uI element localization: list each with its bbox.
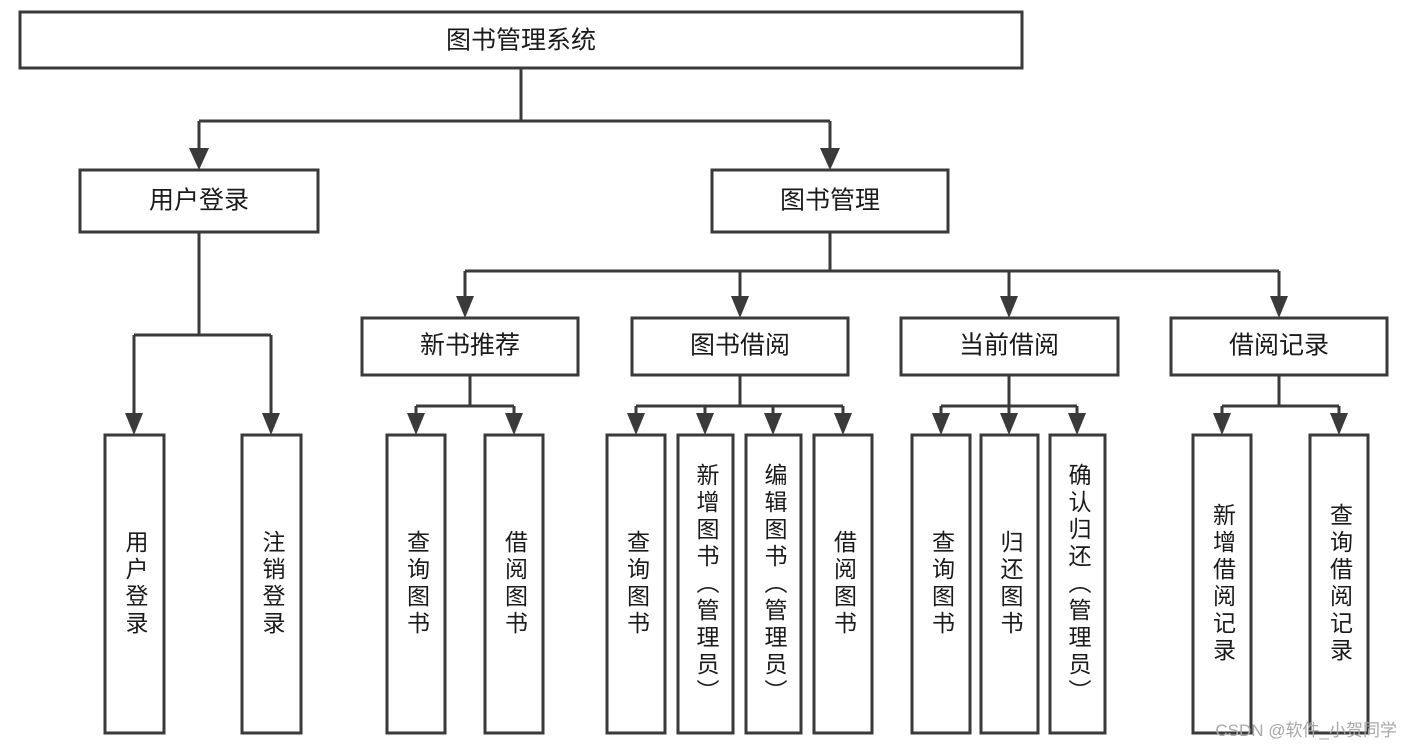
node-leaf-query-book-2[interactable] [605, 433, 667, 735]
node-leaf-add-book-box[interactable] [676, 433, 735, 735]
arrow-head-leaf-add-record [1213, 413, 1231, 435]
node-leaf-borrow-book-1-box[interactable] [483, 433, 545, 735]
arrow-head-leaf-query-record [1330, 413, 1348, 435]
arrow-head-leaf-query-book-2 [627, 413, 645, 435]
node-book-borrow-box[interactable] [630, 316, 850, 377]
node-borrow-record-box[interactable] [1169, 316, 1389, 377]
arrow-head-leaf-borrow-book-2 [834, 413, 852, 435]
node-leaf-query-book-1-box[interactable] [385, 433, 447, 735]
node-root[interactable]: 图书管理系统 [18, 10, 1024, 70]
node-leaf-edit-book-box[interactable] [744, 433, 803, 735]
node-leaf-query-book-1[interactable] [385, 433, 447, 735]
connector-group-book-management [456, 232, 1288, 318]
node-leaf-borrow-book-2[interactable] [812, 433, 874, 735]
node-borrow-record[interactable]: 借阅记录 [1169, 316, 1389, 377]
node-leaf-user-login[interactable] [103, 433, 166, 735]
node-leaf-confirm-return[interactable] [1048, 433, 1107, 735]
node-leaf-logout-box[interactable] [240, 433, 303, 735]
node-current-borrow-box[interactable] [899, 316, 1120, 377]
arrow-head-leaf-edit-book [764, 413, 782, 435]
node-leaf-borrow-book-2-box[interactable] [812, 433, 874, 735]
node-new-book-recommend[interactable]: 新书推荐 [360, 316, 580, 377]
node-user-login-label: 用户登录 [149, 187, 249, 215]
arrow-head-user-login [189, 148, 209, 170]
connector-group-new-book-recommend [407, 375, 523, 435]
node-leaf-user-login-box[interactable] [103, 433, 166, 735]
connector-group-root [189, 68, 840, 170]
node-leaf-query-book-3[interactable] [910, 433, 972, 735]
arrow-head-current-borrow [1000, 296, 1018, 318]
arrow-head-leaf-query-book-1 [407, 413, 425, 435]
arrow-head-leaf-user-login [125, 413, 143, 435]
arrow-head-book-borrow [731, 296, 749, 318]
arrow-head-leaf-confirm-return [1068, 413, 1086, 435]
node-user-login-box[interactable] [78, 168, 320, 234]
node-leaf-confirm-return-box[interactable] [1048, 433, 1107, 735]
arrow-head-leaf-borrow-book-1 [505, 413, 523, 435]
connector-group-borrow-record [1213, 375, 1348, 435]
node-book-borrow[interactable]: 图书借阅 [630, 316, 850, 377]
arrow-head-borrow-record [1270, 296, 1288, 318]
node-leaf-query-record[interactable] [1308, 433, 1370, 735]
arrow-head-leaf-logout [262, 413, 280, 435]
node-leaf-add-book[interactable] [676, 433, 735, 735]
arrow-head-leaf-add-book [696, 413, 714, 435]
node-leaf-edit-book[interactable] [744, 433, 803, 735]
node-new-book-recommend-box[interactable] [360, 316, 580, 377]
node-book-management-box[interactable] [710, 168, 950, 234]
node-book-management[interactable]: 图书管理 [710, 168, 950, 234]
arrow-head-new-book-recommend [456, 296, 474, 318]
arrow-head-book-management [820, 148, 840, 170]
node-current-borrow[interactable]: 当前借阅 [899, 316, 1120, 377]
node-root-label: 图书管理系统 [446, 27, 596, 55]
node-borrow-record-label: 借阅记录 [1229, 332, 1329, 360]
node-leaf-query-record-box[interactable] [1308, 433, 1370, 735]
arrow-head-leaf-return-book [1000, 413, 1018, 435]
node-root-box[interactable] [18, 10, 1024, 70]
node-leaf-add-record-box[interactable] [1191, 433, 1253, 735]
node-book-borrow-label: 图书借阅 [690, 332, 790, 360]
node-current-borrow-label: 当前借阅 [959, 332, 1059, 360]
node-leaf-query-book-3-box[interactable] [910, 433, 972, 735]
connector-group-current-borrow [932, 375, 1086, 435]
connector-group-user-login [125, 232, 280, 435]
node-leaf-return-book[interactable] [979, 433, 1040, 735]
node-leaf-logout[interactable] [240, 433, 303, 735]
connector-group-book-borrow [627, 375, 852, 435]
node-leaf-add-record[interactable] [1191, 433, 1253, 735]
node-leaf-borrow-book-1[interactable] [483, 433, 545, 735]
node-new-book-recommend-label: 新书推荐 [420, 332, 520, 360]
arrow-head-leaf-query-book-3 [932, 413, 950, 435]
node-leaf-return-book-box[interactable] [979, 433, 1040, 735]
node-leaf-query-book-2-box[interactable] [605, 433, 667, 735]
node-user-login[interactable]: 用户登录 [78, 168, 320, 234]
node-book-management-label: 图书管理 [780, 187, 880, 215]
